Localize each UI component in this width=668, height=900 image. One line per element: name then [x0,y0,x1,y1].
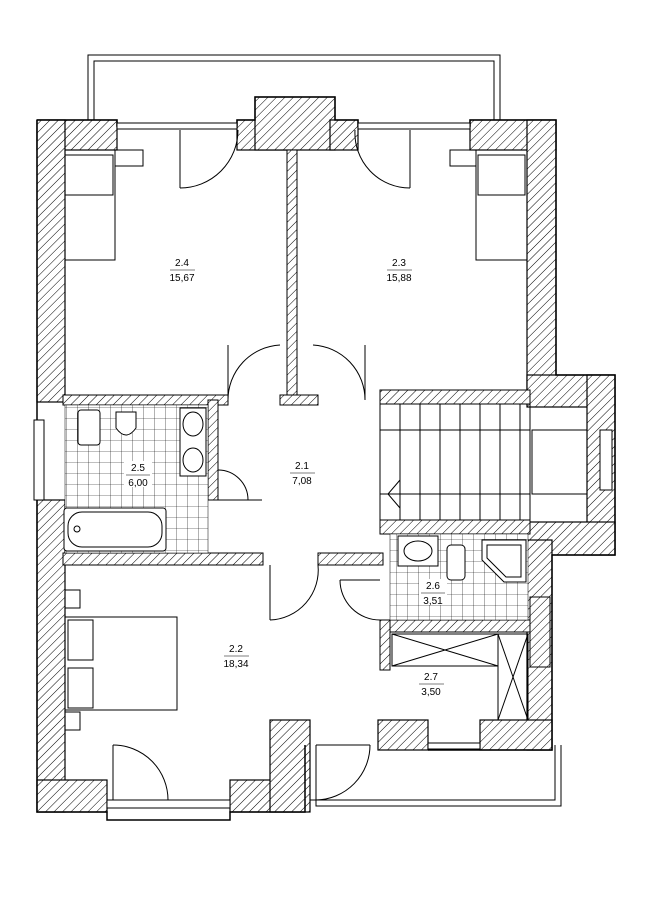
svg-text:15,88: 15,88 [386,273,411,284]
svg-text:15,67: 15,67 [169,273,194,284]
balcony-bottom-right [309,745,562,807]
svg-text:2.4: 2.4 [175,258,189,269]
bed-room-2-3 [449,149,528,261]
svg-text:2.3: 2.3 [392,258,406,269]
room-label-2-2: 2.2 18,34 [223,644,249,670]
room-label-2-6: 2.6 3,51 [419,579,447,607]
bed-room-2-2 [64,589,178,731]
svg-text:2.5: 2.5 [131,463,145,474]
closet-2-7 [391,633,529,721]
svg-text:18,34: 18,34 [223,659,248,670]
svg-text:2.7: 2.7 [424,672,438,683]
svg-text:2.6: 2.6 [426,581,440,592]
room-label-2-1: 2.1 7,08 [290,461,315,487]
svg-text:2.1: 2.1 [295,461,309,472]
room-label-2-5: 2.5 6,00 [124,461,152,489]
door-swings [112,129,411,801]
room-label-2-7: 2.7 3,50 [419,672,444,698]
bed-room-2-4 [64,149,144,261]
svg-text:3,51: 3,51 [423,596,443,607]
svg-text:7,08: 7,08 [292,476,312,487]
svg-text:3,50: 3,50 [421,687,441,698]
room-label-2-3: 2.3 15,88 [386,258,412,284]
wc-fixtures [397,535,527,583]
svg-text:6,00: 6,00 [128,478,148,489]
staircase [379,403,588,521]
bathroom-fixtures [63,407,207,552]
room-labels: 2.4 15,67 2.3 15,88 2.1 7,08 2.5 6,00 2.… [124,258,447,698]
interior-walls [62,149,551,671]
room-label-2-4: 2.4 15,67 [169,258,195,284]
svg-text:2.2: 2.2 [229,644,243,655]
